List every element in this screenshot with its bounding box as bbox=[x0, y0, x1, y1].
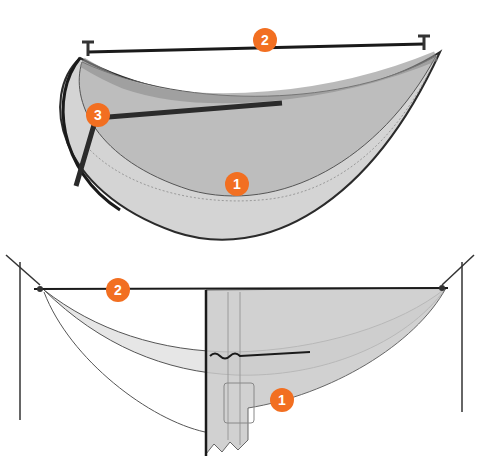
bug-net bbox=[206, 288, 446, 454]
callout-number: 1 bbox=[225, 172, 249, 196]
seam bbox=[240, 292, 241, 445]
post bbox=[6, 255, 40, 285]
callout-number: 2 bbox=[106, 278, 130, 302]
callout-number: 3 bbox=[86, 103, 110, 127]
toggle bbox=[37, 286, 43, 292]
net-edge bbox=[44, 292, 205, 432]
hammock-body bbox=[60, 52, 440, 240]
side-hammock bbox=[6, 255, 474, 456]
callout-number: 1 bbox=[270, 388, 294, 412]
toggle bbox=[418, 36, 430, 50]
spreader-bar bbox=[76, 103, 282, 186]
seam bbox=[228, 292, 229, 440]
hammock-inner bbox=[79, 56, 436, 196]
pocket bbox=[224, 383, 254, 423]
seam bbox=[90, 70, 430, 201]
callout-number: 2 bbox=[253, 28, 277, 52]
post bbox=[461, 262, 463, 412]
rim-band bbox=[82, 56, 436, 98]
toggle bbox=[439, 285, 445, 291]
zipper bbox=[205, 290, 208, 456]
toggle bbox=[82, 42, 94, 56]
ridgeline bbox=[34, 288, 448, 289]
post bbox=[19, 262, 21, 420]
post bbox=[442, 255, 474, 285]
spreader-bar bbox=[210, 352, 310, 359]
top-hammock bbox=[60, 36, 440, 240]
